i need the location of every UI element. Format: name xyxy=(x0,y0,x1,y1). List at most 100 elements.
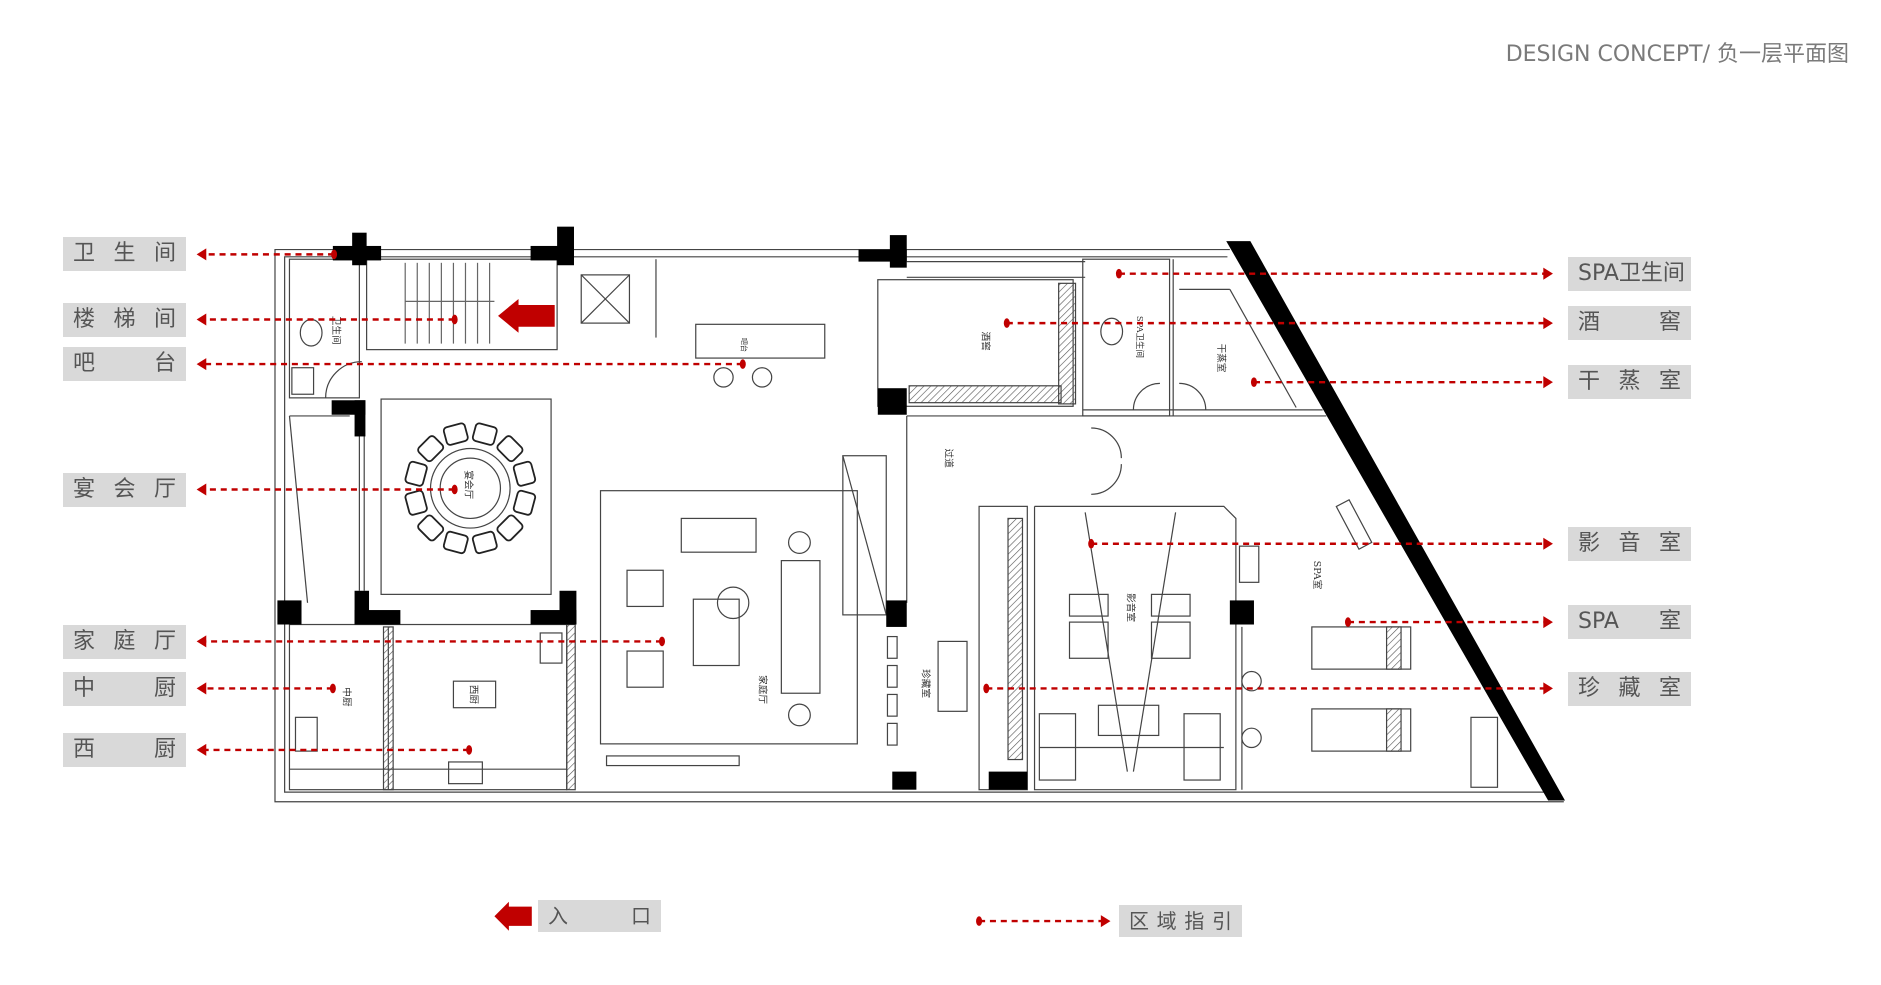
label-theater: 影音室 xyxy=(1568,527,1691,561)
leader-theater xyxy=(1088,537,1553,550)
theater-seat xyxy=(1068,593,1109,617)
label-spa-room: SPA室 xyxy=(1568,605,1691,639)
lamp xyxy=(787,703,811,727)
display-case xyxy=(937,640,968,712)
theater-seat xyxy=(1068,621,1109,659)
leader-dot xyxy=(1344,617,1352,627)
cabinet xyxy=(1238,545,1260,583)
spa-toilet xyxy=(1082,258,1171,417)
leader-banquet xyxy=(196,483,458,496)
label-banquet-hall: 宴会厅 xyxy=(63,473,186,507)
legend-label: 区域指引 xyxy=(1119,905,1242,937)
entrance-label: 入口 xyxy=(538,900,661,932)
room-text-toilet: 卫生间 xyxy=(330,316,342,345)
cabinet xyxy=(605,755,740,767)
armchair xyxy=(626,650,664,688)
room-text-theater: 影音室 xyxy=(1124,593,1136,622)
leader-chinese-kitchen xyxy=(196,682,336,695)
room-text-bar: 吧台 xyxy=(740,338,749,352)
arrowhead-icon xyxy=(1543,537,1553,550)
entry-arrow-icon xyxy=(498,298,555,333)
room-text-corridor: 过道 xyxy=(942,448,954,468)
theater-room xyxy=(1033,505,1237,791)
leader-toilet xyxy=(196,248,338,261)
double-door xyxy=(1091,427,1122,495)
sink xyxy=(294,716,318,752)
chair xyxy=(417,514,445,542)
label-bar: 吧台 xyxy=(63,347,186,381)
room-text-banquet: 宴会厅 xyxy=(462,470,474,499)
arrowhead-icon xyxy=(196,743,207,756)
arrowhead-icon xyxy=(196,248,207,261)
theater-seat xyxy=(1150,621,1191,659)
wardrobe xyxy=(1470,716,1499,788)
leader-stairwell xyxy=(196,313,458,326)
room-text-wine: 酒窖 xyxy=(980,332,992,352)
wine-rack xyxy=(908,385,1062,404)
door-swing xyxy=(1179,382,1207,410)
label-family-hall: 家庭厅 xyxy=(63,625,186,659)
page-title: DESIGN CONCEPT/ 负一层平面图 xyxy=(1505,42,1849,67)
spa-bed xyxy=(1311,626,1412,670)
door-swing xyxy=(1132,382,1160,410)
structural-columns xyxy=(277,226,1566,801)
leader-western-kitchen xyxy=(196,743,473,756)
banquet-room xyxy=(380,398,552,595)
chair xyxy=(496,514,524,542)
room-text-sauna: 干蒸室 xyxy=(1215,344,1227,373)
arrowhead-icon xyxy=(196,313,207,326)
inner-wall xyxy=(284,256,1550,793)
label-spa-toilet: SPA卫生间 xyxy=(1568,257,1691,291)
arrowhead-icon xyxy=(196,682,207,695)
lamp xyxy=(787,531,811,554)
chair xyxy=(512,460,537,487)
label-western-kitchen: 西厨 xyxy=(63,733,186,767)
leader-dot xyxy=(1250,377,1257,388)
leader-dot xyxy=(451,314,458,325)
sink-fixture xyxy=(291,367,315,395)
room-text-spa-toilet: SPA卫生间 xyxy=(1135,316,1145,358)
glass-partition xyxy=(842,455,887,616)
bar-stool xyxy=(751,367,773,388)
label-toilet: 卫生间 xyxy=(63,237,186,271)
stair-steps xyxy=(404,262,495,344)
entrance-arrow-icon xyxy=(494,901,532,931)
spa-toilet-fixture xyxy=(1100,317,1124,346)
arrowhead-icon xyxy=(1543,616,1553,629)
spa-bed xyxy=(1311,708,1412,752)
label-chinese-kitchen: 中厨 xyxy=(63,672,186,706)
chairs xyxy=(404,422,537,555)
leader-dot xyxy=(983,683,990,694)
room-text-spa: SPA室 xyxy=(1311,561,1323,590)
toilet-fixture xyxy=(299,318,323,347)
sofa xyxy=(680,517,757,553)
bar-counter xyxy=(695,323,826,359)
side-table xyxy=(716,586,750,620)
label-dry-sauna: 干蒸室 xyxy=(1568,365,1691,399)
room-text-family: 家庭厅 xyxy=(757,675,769,704)
leader-wine-cellar xyxy=(1003,317,1553,330)
wall-panel xyxy=(1335,498,1373,550)
leader-dot xyxy=(739,359,746,369)
coffee-table xyxy=(692,598,740,667)
leader-treasure-room xyxy=(983,682,1553,695)
chair xyxy=(404,489,428,516)
basin xyxy=(1241,727,1262,749)
family-rug xyxy=(599,490,858,745)
leader-dry-sauna xyxy=(1250,376,1553,389)
leader-dot xyxy=(331,249,338,260)
chair xyxy=(442,530,469,555)
arrowhead-icon xyxy=(1543,682,1553,695)
theater-table xyxy=(1097,704,1160,737)
leader-family xyxy=(196,635,666,648)
leader-bar xyxy=(196,358,746,371)
leader-dot xyxy=(466,745,473,755)
long-sofa xyxy=(780,560,821,694)
leader-spa-room xyxy=(1344,616,1553,629)
wine-rack xyxy=(1058,282,1077,405)
label-stairwell: 楼梯间 xyxy=(63,303,186,337)
arrowhead-icon xyxy=(196,358,207,371)
stair-room xyxy=(366,258,558,351)
legend-leader xyxy=(976,915,1111,928)
